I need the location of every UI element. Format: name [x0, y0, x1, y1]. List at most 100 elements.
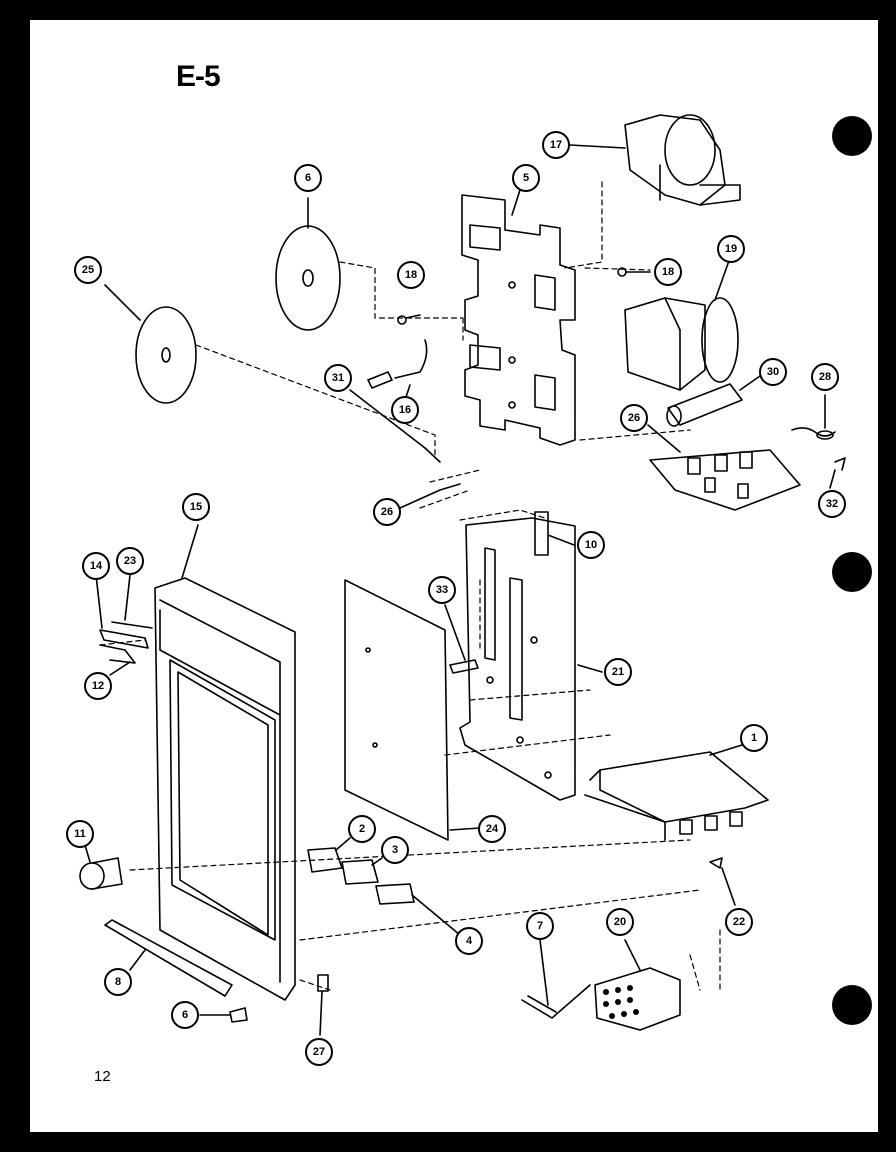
callout-label: 4	[466, 935, 473, 947]
callout-30	[759, 358, 787, 386]
callout-label: 20	[614, 916, 626, 928]
part-23-shield-plate	[344, 579, 481, 841]
callout-20	[606, 908, 634, 936]
leader-lines	[99, 181, 721, 991]
callout-label: 5	[523, 172, 529, 184]
callout-circles: 6 5 17 19 18 18 25 31 16 30 28 26 32 26 …	[66, 131, 846, 1066]
callout-label: 12	[92, 680, 104, 692]
callout-26-left	[74, 256, 102, 284]
part-16-wire-lead	[367, 339, 428, 401]
callout-label: 16	[399, 404, 411, 416]
callout-label: 23	[124, 555, 136, 567]
part-11-knob	[79, 844, 123, 890]
callout-2	[348, 815, 376, 843]
callout-label: 27	[313, 1046, 325, 1058]
callout-label: 24	[486, 823, 499, 835]
callout-label: 11	[74, 828, 86, 840]
part-10-bracket	[534, 511, 575, 556]
callout-32	[324, 364, 352, 392]
callout-10	[577, 531, 605, 559]
callout-33	[428, 576, 456, 604]
callout-label: 6	[305, 172, 311, 184]
part-19-motor	[624, 257, 739, 391]
part-32-screw	[349, 389, 441, 463]
callout-19	[717, 235, 745, 263]
part-28-spring	[791, 394, 836, 440]
callout-22	[725, 908, 753, 936]
part-3-block	[341, 857, 383, 885]
callout-1	[740, 724, 768, 752]
part-31-screw	[829, 457, 846, 489]
part-2-block	[307, 837, 351, 873]
callout-6-top	[294, 164, 322, 192]
callout-31	[818, 490, 846, 518]
part-12-clip	[99, 644, 136, 676]
callout-label: 1	[751, 732, 757, 744]
part-17-timer-motor	[569, 114, 741, 206]
callout-3	[381, 836, 409, 864]
callout-15	[182, 493, 210, 521]
part-14-latch	[95, 574, 149, 649]
callout-18-right	[654, 258, 682, 286]
part-25-switch	[317, 974, 329, 1036]
callout-label: 14	[90, 560, 103, 572]
part-22-screw	[709, 857, 736, 906]
part-30-capacitor	[666, 375, 761, 427]
callout-label: 31	[332, 372, 344, 384]
part-26-disc	[104, 284, 197, 404]
callout-label: 32	[826, 498, 838, 510]
callout-4	[455, 927, 483, 955]
part-24-spacer	[111, 574, 153, 629]
punch-hole-middle	[832, 552, 872, 592]
callout-12	[84, 672, 112, 700]
part-6-screw	[199, 1007, 248, 1023]
part-6-pulley	[275, 197, 341, 331]
part-8-trim-bar	[104, 919, 233, 997]
callout-14	[82, 552, 110, 580]
callout-label: 17	[550, 139, 562, 151]
part-7-hex-key	[521, 939, 591, 1019]
part-15-door-frame	[154, 524, 296, 1001]
callout-26-right	[620, 404, 648, 432]
callout-label: 18	[662, 266, 674, 278]
part-1-relay-board	[584, 744, 769, 841]
callout-11	[66, 820, 94, 848]
callout-27	[373, 498, 401, 526]
callout-label: 30	[767, 366, 779, 378]
part-21-control-panel	[459, 517, 603, 801]
callout-25	[305, 1038, 333, 1066]
callout-label: 18	[405, 269, 417, 281]
parts-sheet: E-5 12	[30, 20, 878, 1132]
callout-label: 26	[628, 412, 640, 424]
callout-8	[104, 968, 132, 996]
callout-6-bottom	[171, 1001, 199, 1029]
callout-label: 2	[359, 823, 365, 835]
callout-label: 25	[82, 264, 94, 276]
callout-label: 15	[190, 501, 202, 513]
callout-28	[811, 363, 839, 391]
callout-label: 26	[381, 506, 393, 518]
callout-label: 21	[612, 666, 624, 678]
callout-5	[512, 164, 540, 192]
diagram-title: E-5	[176, 60, 221, 93]
callout-17	[542, 131, 570, 159]
part-29-circuit-board	[647, 424, 801, 511]
callout-label: 28	[819, 371, 831, 383]
callout-label: 10	[585, 539, 597, 551]
callout-label: 7	[537, 920, 543, 932]
callout-18-left	[397, 261, 425, 289]
part-33-stud	[444, 604, 479, 674]
callout-label: 19	[725, 243, 737, 255]
callout-label: 22	[733, 916, 745, 928]
callout-24	[116, 547, 144, 575]
callout-16	[391, 396, 419, 424]
part-5-mounting-bracket	[461, 189, 576, 446]
page-number: 12	[94, 1068, 111, 1085]
callout-23	[478, 815, 506, 843]
callout-21	[604, 658, 632, 686]
callout-label: 3	[392, 844, 398, 856]
callout-label: 6	[182, 1009, 188, 1021]
part-18-screw-left	[397, 314, 421, 325]
callout-label: 33	[436, 584, 448, 596]
